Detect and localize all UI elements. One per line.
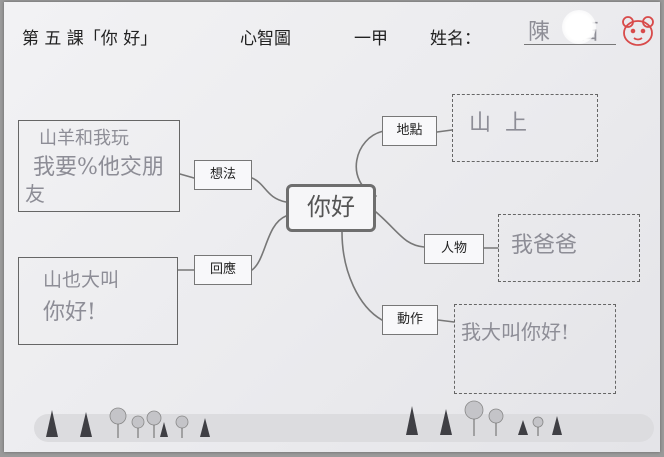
worksheet: 第 五 課「你 好」 心智圖 一甲 姓名： 陳 石 你好 想法 回應 地點 人物… <box>4 2 660 452</box>
place-answer: 山上 <box>469 111 542 136</box>
branch-action: 動作 <box>382 305 438 335</box>
place-answer-box: 山上 <box>452 94 598 162</box>
redacted-spot <box>562 10 596 44</box>
idea-answer-box: 山羊和我玩 我要%他交朋 友 <box>18 120 180 212</box>
class-label: 一甲 <box>354 29 388 49</box>
person-answer: 我爸爸 <box>511 233 578 258</box>
forest-border-decoration <box>34 400 654 442</box>
action-answer-box: 我大叫你好! <box>454 304 616 394</box>
response-answer-line1: 山也大叫 <box>43 269 120 291</box>
person-answer-box: 我爸爸 <box>498 214 640 282</box>
worksheet-header: 第 五 課「你 好」 心智圖 一甲 姓名： <box>22 20 582 54</box>
chart-name: 心智圖 <box>240 29 291 49</box>
branch-place: 地點 <box>382 116 437 146</box>
branch-idea: 想法 <box>194 160 252 190</box>
response-answer-box: 山也大叫 你好! <box>18 257 178 345</box>
lesson-title: 第 五 課「你 好」 <box>22 29 158 49</box>
response-answer-line2: 你好! <box>43 300 96 325</box>
action-answer: 我大叫你好! <box>461 320 570 344</box>
idea-answer-line2: 我要%他交朋 <box>33 155 164 180</box>
idea-answer-line1: 山羊和我玩 <box>39 128 129 149</box>
name-label: 姓名： <box>430 29 481 49</box>
bear-stamp-icon <box>622 16 654 46</box>
branch-response: 回應 <box>194 255 252 285</box>
center-topic: 你好 <box>286 184 376 232</box>
idea-answer-line3: 友 <box>25 182 45 206</box>
branch-person: 人物 <box>424 234 484 264</box>
